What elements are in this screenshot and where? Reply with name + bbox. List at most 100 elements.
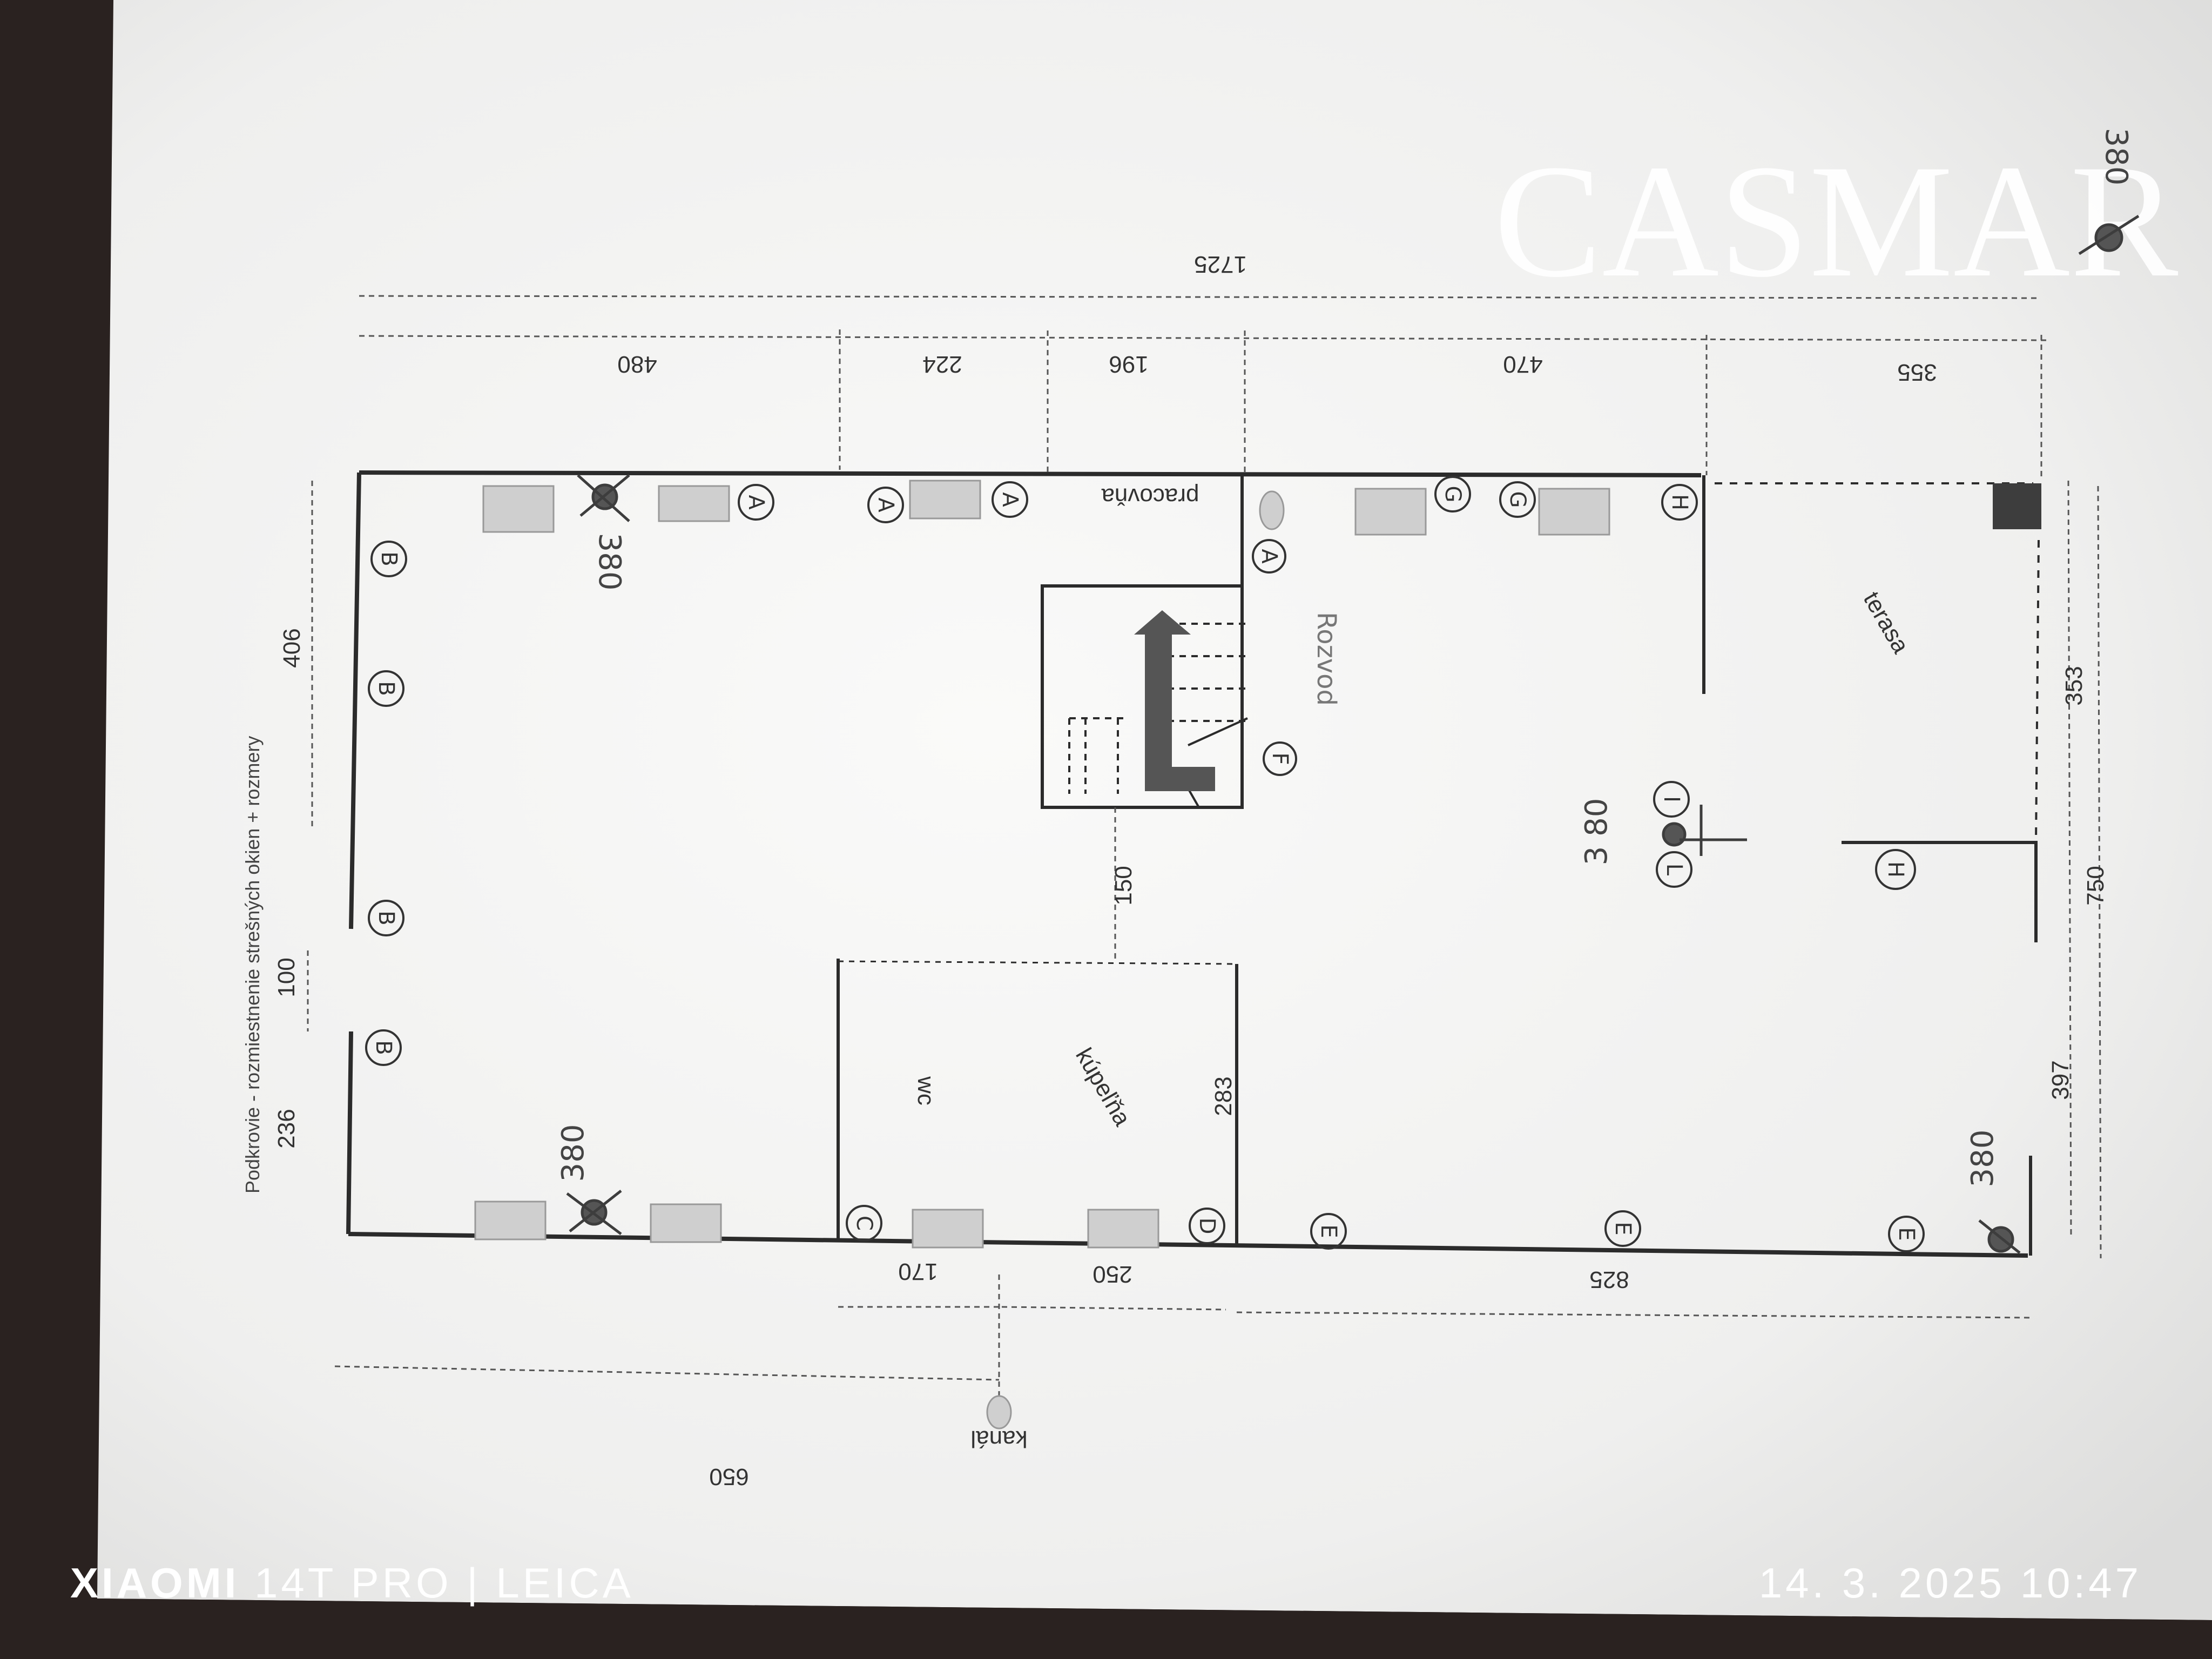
camera-lens: LEICA [496,1559,634,1607]
roof-window [1354,488,1427,536]
socket-380-icon [1680,805,1747,856]
socket-380-label: 380 [556,1124,591,1182]
marker-circle [1875,849,1916,890]
room-wc: wc [913,1076,939,1105]
marker-b: B [371,1040,396,1055]
caption-separator: | [467,1559,481,1607]
marker-b: B [376,551,401,566]
marker-circle [1661,484,1698,521]
chimney-block [1993,483,2041,529]
dim-480: 480 [617,351,657,377]
marker-l: L [1662,864,1687,876]
dim-line-bottom [838,1306,2031,1319]
socket-380-label: 380 [2099,128,2134,186]
marker-a: A [873,497,898,512]
dim-283: 283 [1210,1076,1237,1116]
roof-window [658,485,730,522]
marker-circle [1656,851,1692,888]
dim-170: 170 [898,1258,938,1285]
socket-380-label: 380 [1965,1130,2000,1188]
roof-window [474,1201,547,1240]
dim-750: 750 [2082,866,2109,905]
dim-196: 196 [1109,351,1148,377]
dim-236: 236 [273,1109,300,1148]
socket-380-icon [2078,214,2140,255]
marker-circle [1189,1208,1225,1244]
marker-h: H [1883,861,1908,878]
channel-oval [986,1395,1012,1429]
marker-h: H [1667,494,1692,510]
roof-window [650,1203,722,1243]
marker-circle [370,541,407,577]
room-channel: kanál [970,1426,1027,1452]
paper-sheet [97,0,2212,1620]
marker-c: C [852,1216,876,1231]
dim-250: 250 [1092,1261,1132,1287]
marker-circle [738,484,774,521]
marker-e: E [1316,1224,1341,1238]
marker-g: G [1440,486,1465,503]
socket-380-icon [566,1190,622,1235]
marker-circle [1252,539,1286,574]
wall-bath [837,959,1238,1245]
dim-line-right [2067,480,2102,1259]
socket-380-icon [1662,822,1687,847]
marker-circle [992,481,1028,518]
roof-window [1087,1209,1159,1249]
dim-224: 224 [922,351,962,377]
marker-e: E [1610,1222,1635,1235]
marker-e: E [1894,1227,1919,1240]
dim-406: 406 [279,628,305,667]
marker-circle [846,1205,882,1242]
marker-circle [1604,1210,1641,1247]
marker-b: B [374,911,399,925]
camera-model: 14T PRO [254,1559,452,1607]
marker-circle [1310,1213,1347,1250]
room-distribution: Rozvod [1311,612,1341,706]
stair-arrow [1134,610,1215,791]
camera-model-caption: XIAOMI 14T PRO | LEICA [70,1559,634,1608]
marker-circle [368,900,404,936]
dim-100: 100 [273,957,300,997]
marker-f: F [1267,752,1292,765]
socket-380-label: 380 [592,533,627,591]
dim-line-1725 [359,295,2039,299]
dim-line-650 [334,1365,1000,1381]
socket-380-label: 3 80 [1579,798,1614,866]
dim-line-left [307,481,313,1031]
dim-150: 150 [1110,866,1137,905]
room-workroom: pracovňa [1101,483,1199,510]
watermark: CASMAR [1494,131,2179,311]
roof-window [912,1209,984,1249]
dim-ticks [839,329,2042,481]
marker-circle [867,487,904,523]
dim-650: 650 [709,1464,748,1490]
dim-397: 397 [2047,1060,2074,1100]
marker-i: I [1659,796,1684,802]
marker-a: A [997,492,1022,507]
camera-brand: XIAOMI [70,1559,240,1607]
photo-timestamp: 14. 3. 2025 10:47 [1758,1559,2142,1607]
socket-380-icon [577,474,630,522]
wall-top [359,470,1702,477]
marker-circle [1888,1216,1925,1252]
wall-bath-dash [838,960,1237,965]
stair-diagonal [1187,717,1248,808]
outlet-oval [1259,490,1285,530]
stair-steps [1068,623,1247,794]
marker-a: A [744,495,768,510]
marker-circle [1263,741,1297,776]
marker-b: B [374,681,399,696]
dim-355: 355 [1897,359,1937,386]
marker-circle [368,670,404,707]
table-strip [0,1599,2212,1659]
marker-circle [1653,781,1690,818]
wall-bottom [348,1232,2028,1258]
wall-terrace-dash [1715,482,2040,843]
marker-g: G [1505,491,1530,508]
staircase [1041,584,1244,809]
dim-1725: 1725 [1194,251,1247,278]
dim-353: 353 [2061,666,2087,705]
plan-title: Podkrovie - rozmiestnenie strešných okie… [241,736,264,1193]
